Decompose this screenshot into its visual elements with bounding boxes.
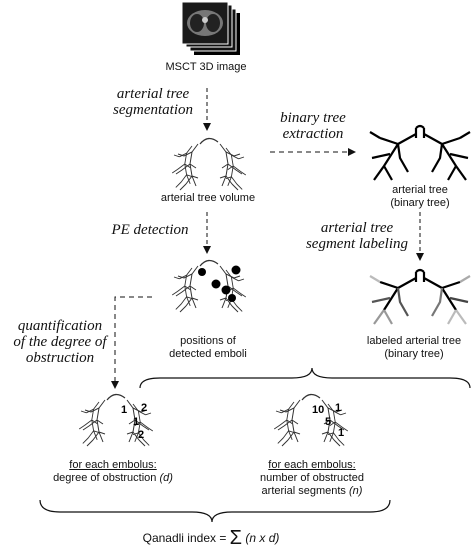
- emboli-positions-figure: [171, 259, 247, 313]
- result-arterial-tree-volume: arterial tree volume: [160, 192, 256, 204]
- formula: Qanadli index = Σ (n x d): [142, 527, 280, 549]
- degree-number-1: 1: [121, 404, 127, 416]
- output-degree: for each embolus: degree of obstruction …: [28, 459, 198, 485]
- output-degree-heading: for each embolus:: [69, 459, 157, 471]
- arrow-quantification: [111, 296, 152, 389]
- arterial-tree-volume-figure: [171, 137, 247, 191]
- sum-symbol: Σ: [229, 527, 243, 549]
- step-pe-detection: PE detection: [111, 222, 189, 238]
- output-segments: for each embolus: number of obstructed a…: [232, 459, 392, 498]
- segments-number-3: 5: [325, 416, 331, 428]
- degree-number-4: 2: [138, 429, 144, 441]
- segments-number-4: 1: [338, 427, 344, 439]
- degree-number-3: 1: [133, 416, 139, 428]
- degree-tree-figure: [78, 393, 154, 447]
- result-labeled-tree: labeled arterial tree(binary tree): [366, 335, 462, 360]
- binary-tree-figure: [369, 124, 471, 181]
- segments-number-1: 10: [312, 404, 324, 416]
- output-segments-heading: for each embolus:: [268, 459, 356, 471]
- msct-image-stack-icon: [181, 1, 240, 55]
- bottom-brace: [39, 499, 391, 523]
- result-arterial-tree-binary: arterial tree(binary tree): [390, 184, 450, 209]
- merge-brace: [139, 367, 471, 389]
- input-label: MSCT 3D image: [165, 61, 247, 73]
- segments-tree-figure: [273, 393, 349, 447]
- labeled-tree-figure: [369, 268, 471, 325]
- degree-number-2: 2: [141, 402, 147, 414]
- segments-number-2: 1: [335, 402, 341, 414]
